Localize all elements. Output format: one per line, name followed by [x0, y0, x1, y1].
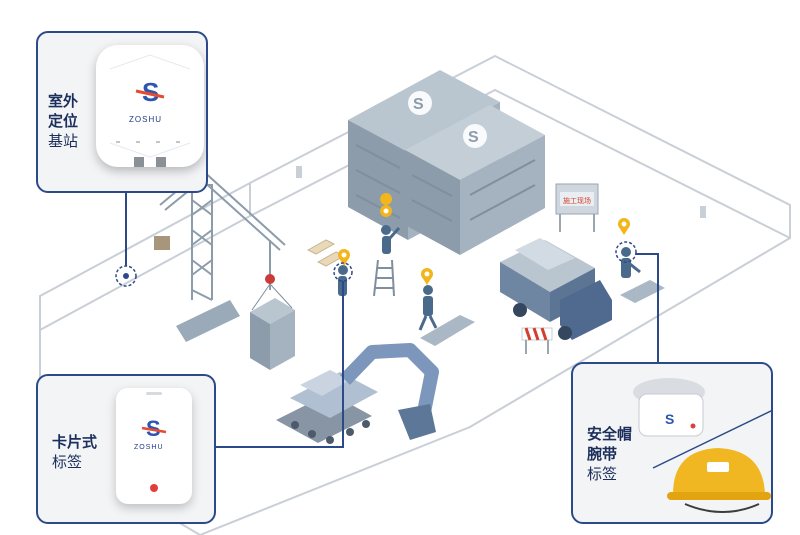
- svg-text:S: S: [146, 416, 161, 441]
- card-tag-callout: 卡片式 标签 S ZOSHU: [36, 374, 216, 524]
- barrier: [521, 327, 553, 354]
- boundary-post: [700, 206, 706, 218]
- building-right: S: [405, 105, 545, 255]
- tag-ring: [333, 262, 353, 282]
- base-station-line2: 定位: [48, 112, 79, 130]
- card-tag-line1: 卡片式: [52, 433, 98, 451]
- helmet-band-callout: 安全帽 腕带 标签 S: [571, 362, 773, 524]
- base-station-callout: 室外 定位 基站 S ZOSHU: [36, 31, 208, 193]
- base-station-brand: ZOSHU: [129, 115, 162, 124]
- wristband-icon: S: [633, 378, 705, 437]
- boundary-post: [296, 166, 302, 178]
- slab: [620, 280, 665, 303]
- connector-lines: [125, 192, 659, 448]
- svg-text:S: S: [468, 129, 479, 146]
- slab: [420, 315, 475, 346]
- location-marker: [618, 218, 630, 235]
- tag-ring: [615, 241, 637, 263]
- site-sign-text: 施工现场: [563, 196, 591, 205]
- dump-truck: [500, 238, 612, 340]
- location-marker: [380, 193, 393, 218]
- worker-drilling: [621, 247, 641, 278]
- card-tag-label: 卡片式 标签: [52, 432, 97, 472]
- site-sign: [555, 183, 599, 232]
- anchor-point: [123, 273, 129, 279]
- helmet-icon: [667, 448, 771, 513]
- svg-text:S: S: [142, 77, 159, 107]
- crane-hook: [265, 274, 275, 284]
- svg-text:S: S: [665, 411, 674, 427]
- worker-with-cart: [418, 285, 438, 331]
- helmet-band-label: 安全帽 腕带 标签: [587, 424, 632, 484]
- excavator: [276, 343, 439, 444]
- helmet-band-line2: 腕带: [587, 445, 618, 463]
- helmet-band-line3: 标签: [587, 465, 618, 483]
- svg-text:S: S: [413, 96, 424, 113]
- base-station-line1: 室外: [48, 92, 79, 110]
- divider-line: [652, 410, 771, 469]
- helmet-band-line1: 安全帽: [587, 425, 633, 443]
- card-tag-line2: 标签: [52, 453, 83, 471]
- ladder: [373, 259, 395, 297]
- card-tag-device: S ZOSHU: [116, 388, 192, 504]
- base-station-label: 室外 定位 基站: [48, 91, 78, 151]
- crane-counterweight: [154, 236, 170, 250]
- hanging-load: [250, 283, 295, 370]
- helmet-band-illustration: S: [633, 378, 771, 513]
- location-marker: [421, 268, 433, 285]
- card-tag-logo-icon: S: [141, 392, 167, 492]
- card-tag-brand: ZOSHU: [134, 444, 164, 451]
- zoshu-logo-icon: S: [109, 54, 191, 167]
- location-marker: [338, 249, 350, 266]
- worker-on-ladder: [381, 225, 401, 254]
- base-station-line3: 基站: [48, 132, 79, 150]
- tower-crane: [159, 168, 286, 342]
- base-station-device: S ZOSHU: [96, 45, 204, 167]
